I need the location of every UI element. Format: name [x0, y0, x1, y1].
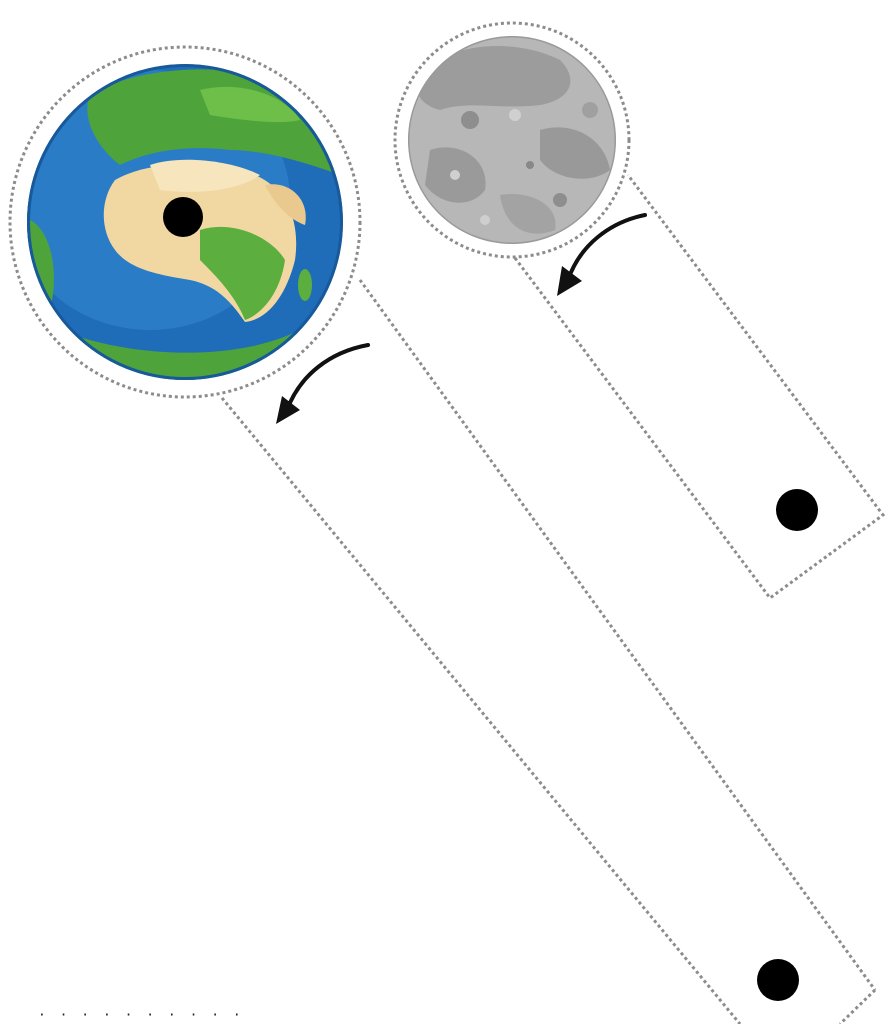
moon-icon	[408, 36, 616, 244]
earth-rotation-arrow-icon	[276, 345, 368, 424]
moon-rotation-arrow-icon	[557, 215, 645, 296]
moon-cutout	[395, 23, 883, 598]
moon-cut-line	[515, 175, 883, 598]
earth-strip-end-line	[840, 990, 875, 1024]
moon-end-dot	[776, 489, 818, 531]
earth-cut-line	[222, 280, 875, 1024]
footer-text: · · · · · · · · · ·	[38, 1008, 244, 1023]
earth-end-dot	[757, 959, 799, 1001]
earth-pivot-dot	[163, 197, 203, 237]
